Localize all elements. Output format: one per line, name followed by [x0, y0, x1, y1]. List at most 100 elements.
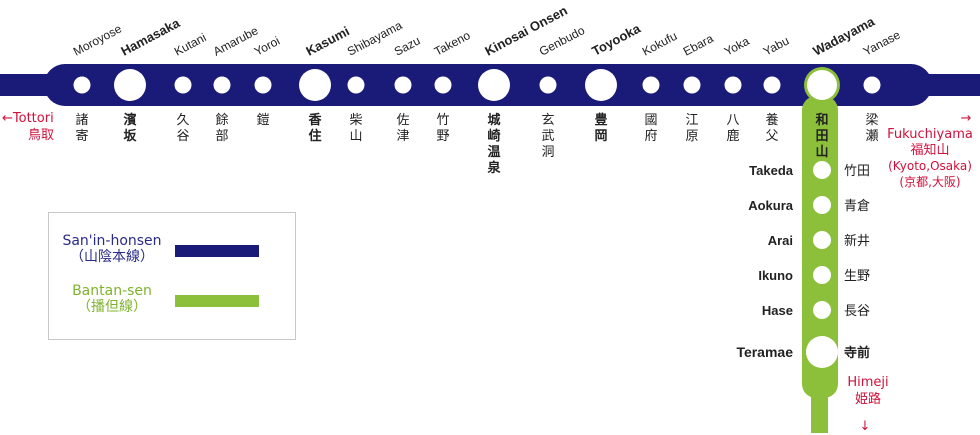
station-jp-label-char: 温 [487, 145, 500, 160]
station-jp-label-char: 洞 [541, 145, 554, 160]
station-jp-label-char: 寄 [75, 128, 88, 144]
station-jp-label-char: 原 [685, 129, 698, 144]
station-en-label: Kasumi [303, 23, 352, 58]
wadayama-jp-label: 和田山 [815, 112, 828, 160]
station-dot-10 [539, 76, 557, 94]
station-jp-label-char: 玄 [541, 113, 554, 128]
station-jp-label: 梁瀬 [865, 113, 878, 144]
station-en-label: Yoka [722, 34, 752, 59]
wadayama-jp-label-char: 田 [815, 129, 828, 144]
station-en-label: Takeno [432, 28, 473, 59]
station-jp-label-char: 瀬 [865, 129, 878, 144]
station-jp-label-char: 久 [176, 113, 189, 128]
bantan-jp-label: 新井 [844, 233, 870, 249]
station-en-label: Amarube [211, 23, 261, 58]
station-dot-8 [434, 76, 452, 94]
station-jp-label-char: 鹿 [726, 128, 739, 144]
station-jp-label: 濱坂 [123, 112, 137, 144]
bantan-dot-0 [813, 161, 831, 179]
station-jp-label-char: 住 [308, 128, 321, 144]
station-jp-label-char: 野 [436, 129, 449, 144]
station-jp-label-char: 濱 [123, 112, 136, 128]
legend-honsen-jp: （山陰本線） [70, 249, 154, 265]
legend-bantan-swatch [175, 295, 259, 307]
station-jp-label: 八鹿 [726, 113, 739, 144]
station-jp-label-char: 坂 [123, 128, 137, 144]
station-jp-label-char: 岡 [594, 129, 607, 144]
station-jp-label-char: 父 [765, 129, 778, 144]
station-en-label: Toyooka [589, 20, 643, 58]
station-dot-0 [73, 76, 91, 94]
station-jp-label-char: 谷 [176, 129, 189, 144]
station-jp-label-char: 部 [215, 129, 228, 144]
station-dot-9 [478, 69, 510, 101]
bantan-en-label: Takeda [749, 163, 794, 178]
station-jp-label-char: 津 [396, 129, 409, 144]
station-dot-14 [724, 76, 742, 94]
station-jp-label-char: 佐 [396, 113, 409, 128]
station-jp-label-char: 府 [644, 129, 657, 144]
legend-honsen-swatch [175, 245, 259, 257]
station-jp-label: 玄武洞 [541, 113, 554, 160]
bantan-en-label: Aokura [748, 198, 794, 213]
station-dot-6 [347, 76, 365, 94]
station-jp-label-char: 八 [726, 113, 739, 128]
station-en-label: Kokufu [640, 29, 680, 59]
station-jp-label-char: 梁 [865, 113, 878, 128]
dest-south-en: Himeji [847, 375, 888, 390]
wadayama-jp-label-char: 和 [815, 112, 828, 128]
station-dot-1 [114, 69, 146, 101]
station-en-label: Hamasaka [118, 15, 183, 59]
station-jp-label-char: 城 [487, 112, 500, 128]
station-jp-label: 鎧 [256, 112, 269, 128]
station-jp-label-char: 山 [349, 129, 362, 144]
station-dot-11 [585, 69, 617, 101]
dest-south-arrow: ↓ [860, 419, 871, 434]
dest-west-en: ←Tottori [2, 111, 54, 126]
legend-bantan-name: Bantan-sen [72, 283, 152, 299]
station-en-label: Moroyose [71, 21, 124, 58]
station-jp-label-char: 餘 [215, 112, 228, 128]
station-jp-label: 養父 [765, 112, 778, 144]
station-dot-17 [863, 76, 881, 94]
station-jp-label-char: 武 [541, 129, 554, 144]
station-jp-label: 國府 [644, 113, 657, 144]
bantan-dot-3 [813, 266, 831, 284]
station-jp-label: 佐津 [396, 113, 409, 144]
station-jp-label-char: 江 [685, 113, 698, 128]
station-jp-label: 竹野 [436, 113, 449, 144]
dest-east-arrow: → [961, 111, 972, 126]
station-jp-label: 餘部 [215, 112, 228, 144]
dest-south-jp: 姫路 [855, 391, 881, 407]
station-jp-label-char: 豊 [594, 112, 607, 128]
bantan-jp-label: 寺前 [844, 345, 870, 361]
bantan-line-tail [811, 395, 828, 433]
station-jp-label: 柴山 [349, 113, 362, 144]
station-jp-label-char: 香 [307, 112, 322, 128]
legend-honsen-text: San'in-honsen （山陰本線） [57, 233, 167, 265]
legend-bantan-jp: （播但線） [77, 299, 147, 315]
station-jp-label-char: 崎 [487, 128, 500, 144]
station-jp-label-char: 鎧 [256, 112, 269, 128]
bantan-en-label: Teramae [736, 344, 793, 360]
bantan-jp-label: 生野 [844, 269, 870, 284]
station-jp-label: 江原 [685, 113, 698, 144]
wadayama-dot [807, 70, 837, 100]
station-jp-label: 香住 [307, 112, 322, 144]
dest-east-sub-en: (Kyoto,Osaka) [888, 159, 972, 173]
station-dot-13 [683, 76, 701, 94]
station-dot-15 [763, 76, 781, 94]
bantan-jp-label: 青倉 [844, 199, 870, 214]
legend-honsen-name: San'in-honsen [62, 233, 162, 249]
station-jp-label-char: 國 [644, 113, 657, 128]
station-jp-label: 久谷 [176, 113, 189, 144]
station-dot-5 [299, 69, 331, 101]
station-dot-4 [254, 76, 272, 94]
station-en-label: Kutani [172, 30, 209, 58]
station-dot-7 [394, 76, 412, 94]
station-en-label: Sazu [392, 33, 423, 58]
bantan-en-label: Arai [768, 233, 793, 248]
station-jp-label-char: 諸 [75, 112, 88, 128]
